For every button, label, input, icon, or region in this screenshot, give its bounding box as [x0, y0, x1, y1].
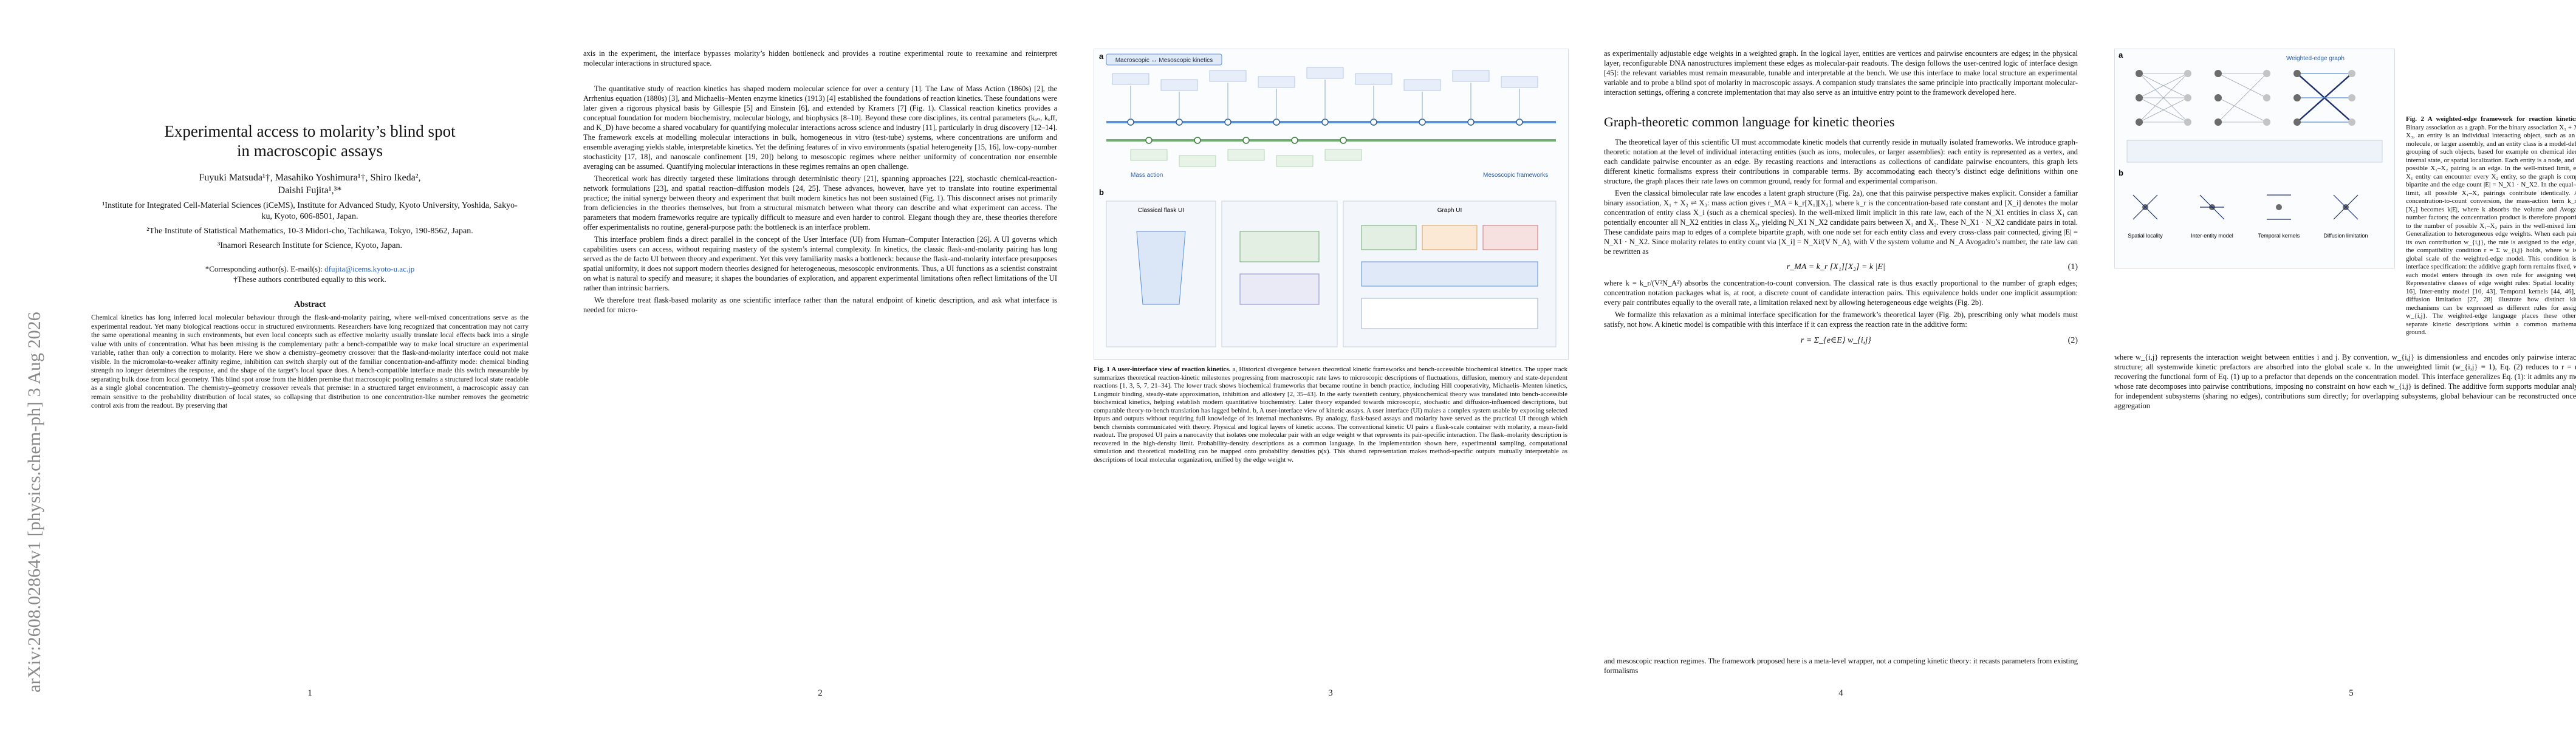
fig1-label-a: a	[1099, 52, 1104, 61]
paragraph: The theoretical layer of this scientific…	[1604, 138, 2078, 185]
paragraph: and mesoscopic reaction regimes. The fra…	[1604, 657, 2078, 675]
page-number: 2	[818, 688, 823, 698]
email-link[interactable]: dfujita@icems.kyoto-u.ac.jp	[324, 264, 415, 273]
equation-2-body: r = Σ_{e∈E} w_{i,j}	[1800, 336, 1871, 345]
fig2-b-item-0: Spatial locality	[2128, 233, 2163, 239]
figure-1-caption: Fig. 1 A user-interface view of reaction…	[1094, 366, 1567, 464]
paragraph: We therefore treat flask-based molarity …	[583, 296, 1057, 314]
fig1-timeline-right: Mesoscopic frameworks	[1483, 172, 1548, 179]
paper-title: Experimental access to molarity’s blind …	[73, 122, 547, 160]
page-3: a Macroscopic ↔ Mesoscopic kinetics	[1094, 49, 1569, 699]
page-1: Experimental access to molarity’s blind …	[73, 49, 547, 699]
figure-2-graphic: a Weighted-edge graph	[2119, 50, 2383, 239]
fig2-label-a: a	[2119, 50, 2123, 60]
fig1-b-right: Graph UI	[1437, 207, 1462, 214]
fig1-label-b: b	[1099, 188, 1104, 197]
page-4: as experimentally adjustable edge weight…	[1604, 49, 2078, 699]
authors-line-2: Daishi Fujita¹,³*	[278, 185, 342, 196]
figure-2: a Weighted-edge graph	[2114, 49, 2395, 269]
paragraph: Even the classical bimolecular rate law …	[1604, 189, 2078, 256]
affiliation-1: ¹Institute for Integrated Cell-Material …	[102, 201, 518, 221]
caption-title: Fig. 2 A weighted-edge framework for rea…	[2406, 115, 2576, 123]
caption-body: a, Binary association as a graph. For th…	[2406, 123, 2576, 337]
fig2-b-item-1: Inter-entity model	[2191, 233, 2233, 239]
section-heading: Graph-theoretic common language for kine…	[1604, 114, 1895, 129]
page-number: 1	[307, 688, 312, 698]
page-number: 3	[1328, 688, 1333, 698]
paragraph: We formalize this relaxation as a minima…	[1604, 310, 2078, 329]
abstract-text: Chemical kinetics has long inferred loca…	[91, 314, 529, 409]
title-line-2: in macroscopic assays	[237, 142, 383, 160]
equal-contribution-note: †These authors contributed equally to th…	[233, 275, 386, 284]
equation-1-body: r_MA = k_r [X₁][X₂] = k |E|	[1786, 262, 1885, 272]
fig1-header: Macroscopic ↔ Mesoscopic kinetics	[1115, 57, 1213, 64]
fig2-b-item-2: Temporal kernels	[2258, 233, 2300, 239]
paragraph: Theoretical work has directly targeted t…	[583, 174, 1057, 231]
page-2: axis in the experiment, the interface by…	[583, 49, 1057, 699]
figure-2-caption: Fig. 2 A weighted-edge framework for rea…	[2406, 115, 2576, 337]
page-number: 5	[2349, 688, 2354, 698]
paragraph: The quantitative study of reaction kinet…	[583, 84, 1057, 171]
equation-1: r_MA = k_r [X₁][X₂] = k |E| (1)	[1604, 262, 2078, 272]
figure-1: a Macroscopic ↔ Mesoscopic kinetics	[1094, 49, 1569, 360]
arxiv-sidebar: arXiv:2608.02864v1 [physics.chem-ph] 3 A…	[24, 194, 49, 693]
paragraph: as experimentally adjustable edge weight…	[1604, 49, 2078, 97]
corresp-prefix: *Corresponding author(s). E-mail(s):	[205, 264, 323, 273]
corresponding-author: *Corresponding author(s). E-mail(s): dfu…	[73, 264, 547, 284]
continued-abstract: axis in the experiment, the interface by…	[583, 49, 1057, 67]
fig2-label-b: b	[2119, 168, 2123, 177]
equation-2: r = Σ_{e∈E} w_{i,j} (2)	[1604, 335, 2078, 346]
fig1-timeline-left: Mass action	[1131, 172, 1163, 179]
title-line-1: Experimental access to molarity’s blind …	[164, 122, 456, 140]
caption-b: b, A user-interface view of kinetic assa…	[1094, 406, 1568, 464]
paragraph: where k = k_r/(V²N_A²) absorbs the conce…	[1604, 279, 2078, 307]
author-list: Fuyuki Matsuda¹†, Masahiko Yoshimura¹†, …	[73, 171, 547, 197]
affiliation-2: ²The Institute of Statistical Mathematic…	[146, 227, 473, 236]
fig1-b-left: Classical flask UI	[1138, 207, 1184, 214]
equation-2-number: (2)	[2067, 335, 2078, 345]
authors-line-1: Fuyuki Matsuda¹†, Masahiko Yoshimura¹†, …	[199, 173, 421, 183]
page-number: 4	[1838, 688, 1843, 698]
caption-a: a, Historical divergence between theoret…	[1094, 366, 1568, 414]
fig2-a-title: Weighted-edge graph	[2286, 55, 2345, 62]
fig2-b-item-3: Diffusion limitation	[2324, 233, 2368, 239]
caption-title: Fig. 1 A user-interface view of reaction…	[1094, 366, 1231, 373]
arxiv-id: arXiv:2608.02864v1 [physics.chem-ph] 3 A…	[24, 312, 44, 693]
equation-1-number: (1)	[2067, 262, 2078, 272]
paragraph: where w_{i,j} represents the interaction…	[2114, 353, 2576, 410]
abstract-heading: Abstract	[293, 300, 326, 309]
figure-1-graphic: a Macroscopic ↔ Mesoscopic kinetics	[1099, 52, 1557, 347]
affiliation-3: ³Inamori Research Institute for Science,…	[218, 241, 402, 250]
paragraph: This interface problem finds a direct pa…	[583, 235, 1057, 292]
page-5: a Weighted-edge graph	[2114, 49, 2576, 699]
